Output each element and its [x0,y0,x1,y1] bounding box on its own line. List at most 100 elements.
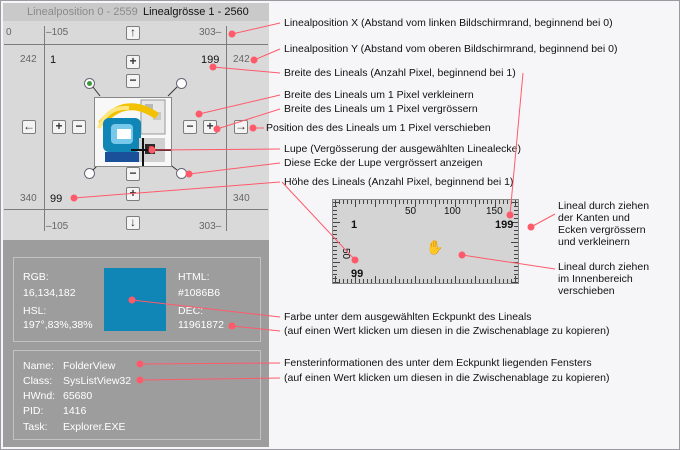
ruler-tick [439,200,440,204]
ruler-tick [491,200,492,204]
note-hoehe: Höhe des Lineals (Anzahl Pixel, beginnen… [284,176,514,188]
ruler-tick [495,200,496,207]
ruler-tick [333,274,337,275]
ruler-tick [333,238,337,239]
ruler-tick [387,200,388,204]
ruler-tick [411,279,412,283]
ruler-tick [514,210,518,211]
scale-y-right-top: 242 [233,54,250,65]
ruler-tick [333,270,337,271]
height-grow-top-button[interactable]: + [126,55,140,69]
ruler-tick [395,276,396,283]
task-value[interactable]: Explorer.EXE [63,421,126,433]
note-pos-x: Linealposition X (Abstand vom linken Bil… [284,17,613,29]
ruler-tick [343,200,344,204]
move-up-button[interactable]: ↑ [126,26,140,40]
ruler-tick [363,279,364,283]
ruler-tick [333,262,340,263]
ruler-width-label: 199 [495,219,514,231]
arrow-left-icon: ← [23,119,35,133]
ruler-x-value[interactable]: 1 [50,54,57,66]
hsl-label: HSL: [23,305,47,317]
header-lineal-position: Linealposition 0 - 2559 [27,6,138,18]
ruler-widget[interactable]: 50 100 150 50 1 199 99 ✋ [332,199,519,284]
note-farbe-1: Farbe unter dem ausgewählten Eckpunkt de… [284,311,532,323]
ruler-tick [415,276,416,283]
ruler-tick [487,200,488,204]
header-bar [3,3,269,21]
ruler-tick [333,254,337,255]
name-value[interactable]: FolderView [63,360,116,372]
ruler-tick [514,258,518,259]
pid-value[interactable]: 1416 [63,405,87,417]
ruler-tick [423,200,424,204]
class-value[interactable]: SysListView32 [63,375,132,387]
ruler-tick [439,279,440,283]
move-down-button[interactable]: ↓ [126,216,140,230]
ruler-height-value[interactable]: 99 [50,193,63,205]
ruler-tick [475,276,476,283]
guide-line-top [4,44,268,45]
ruler-tick [514,226,518,227]
note-fenster-2: (auf einen Wert klicken um diesen in die… [284,372,610,384]
ruler-tick [514,266,518,267]
color-swatch [104,268,166,331]
ruler-tick [514,278,518,279]
hsl-value[interactable]: 197°,83%,38% [23,319,93,331]
move-left-button[interactable]: ← [22,120,36,134]
ruler-tick [471,279,472,283]
height-shrink-bottom-button[interactable]: − [126,167,140,181]
ruler-tick [403,279,404,283]
rgb-value[interactable]: 16,134,182 [23,287,76,299]
ruler-tick [379,279,380,283]
ruler-tick [339,279,340,283]
html-value[interactable]: #1086B6 [178,287,221,299]
ruler-tick [499,279,500,283]
ruler-scale-150: 150 [486,206,503,217]
ruler-tick [514,274,518,275]
ruler-tick [467,200,468,204]
ruler-tick [387,279,388,283]
ruler-tick [467,279,468,283]
ruler-tick [371,200,372,204]
ruler-tick [333,242,340,243]
hwnd-value[interactable]: 65680 [63,390,93,402]
ruler-tick [333,230,337,231]
ruler-tick [515,276,516,283]
scale-x-right: 303– [199,27,222,38]
ruler-tick [335,276,336,283]
ruler-tick [479,279,480,283]
corner-select-top-left[interactable] [84,78,95,89]
ruler-tick [431,279,432,283]
ruler-tick [503,279,504,283]
note-drag-edges: Lineal durch ziehen der Kanten und Ecken… [558,200,650,248]
hwnd-label: HWnd: [23,390,56,402]
width-shrink-left-button[interactable]: − [72,120,86,134]
ruler-width-value[interactable]: 199 [201,54,220,66]
corner-select-top-right[interactable] [176,78,187,89]
note-position-move: Position des des Lineals um 1 Pixel vers… [266,122,491,134]
ruler-tick [359,200,360,204]
dec-value[interactable]: 11961872 [178,319,224,331]
ruler-tick [514,206,518,207]
ruler-tick [459,200,460,204]
corner-select-bottom-left[interactable] [84,168,95,179]
guide-line-left [44,26,45,231]
ruler-tick [379,200,380,204]
width-grow-left-button[interactable]: + [52,120,66,134]
ruler-tick [427,279,428,283]
ruler-tick [407,279,408,283]
ruler-tick [487,279,488,283]
ruler-tick [447,200,448,204]
ruler-tick [455,276,456,283]
height-shrink-top-button[interactable]: − [126,74,140,88]
ruler-tick [483,200,484,204]
ruler-tick [471,200,472,204]
ruler-tick [359,279,360,283]
ruler-tick [355,200,356,207]
width-shrink-right-button[interactable]: − [183,120,197,134]
ruler-tick [383,279,384,283]
ruler-tick [333,258,337,259]
ruler-tick [443,279,444,283]
note-breite: Breite des Lineals (Anzahl Pixel, beginn… [284,67,516,79]
